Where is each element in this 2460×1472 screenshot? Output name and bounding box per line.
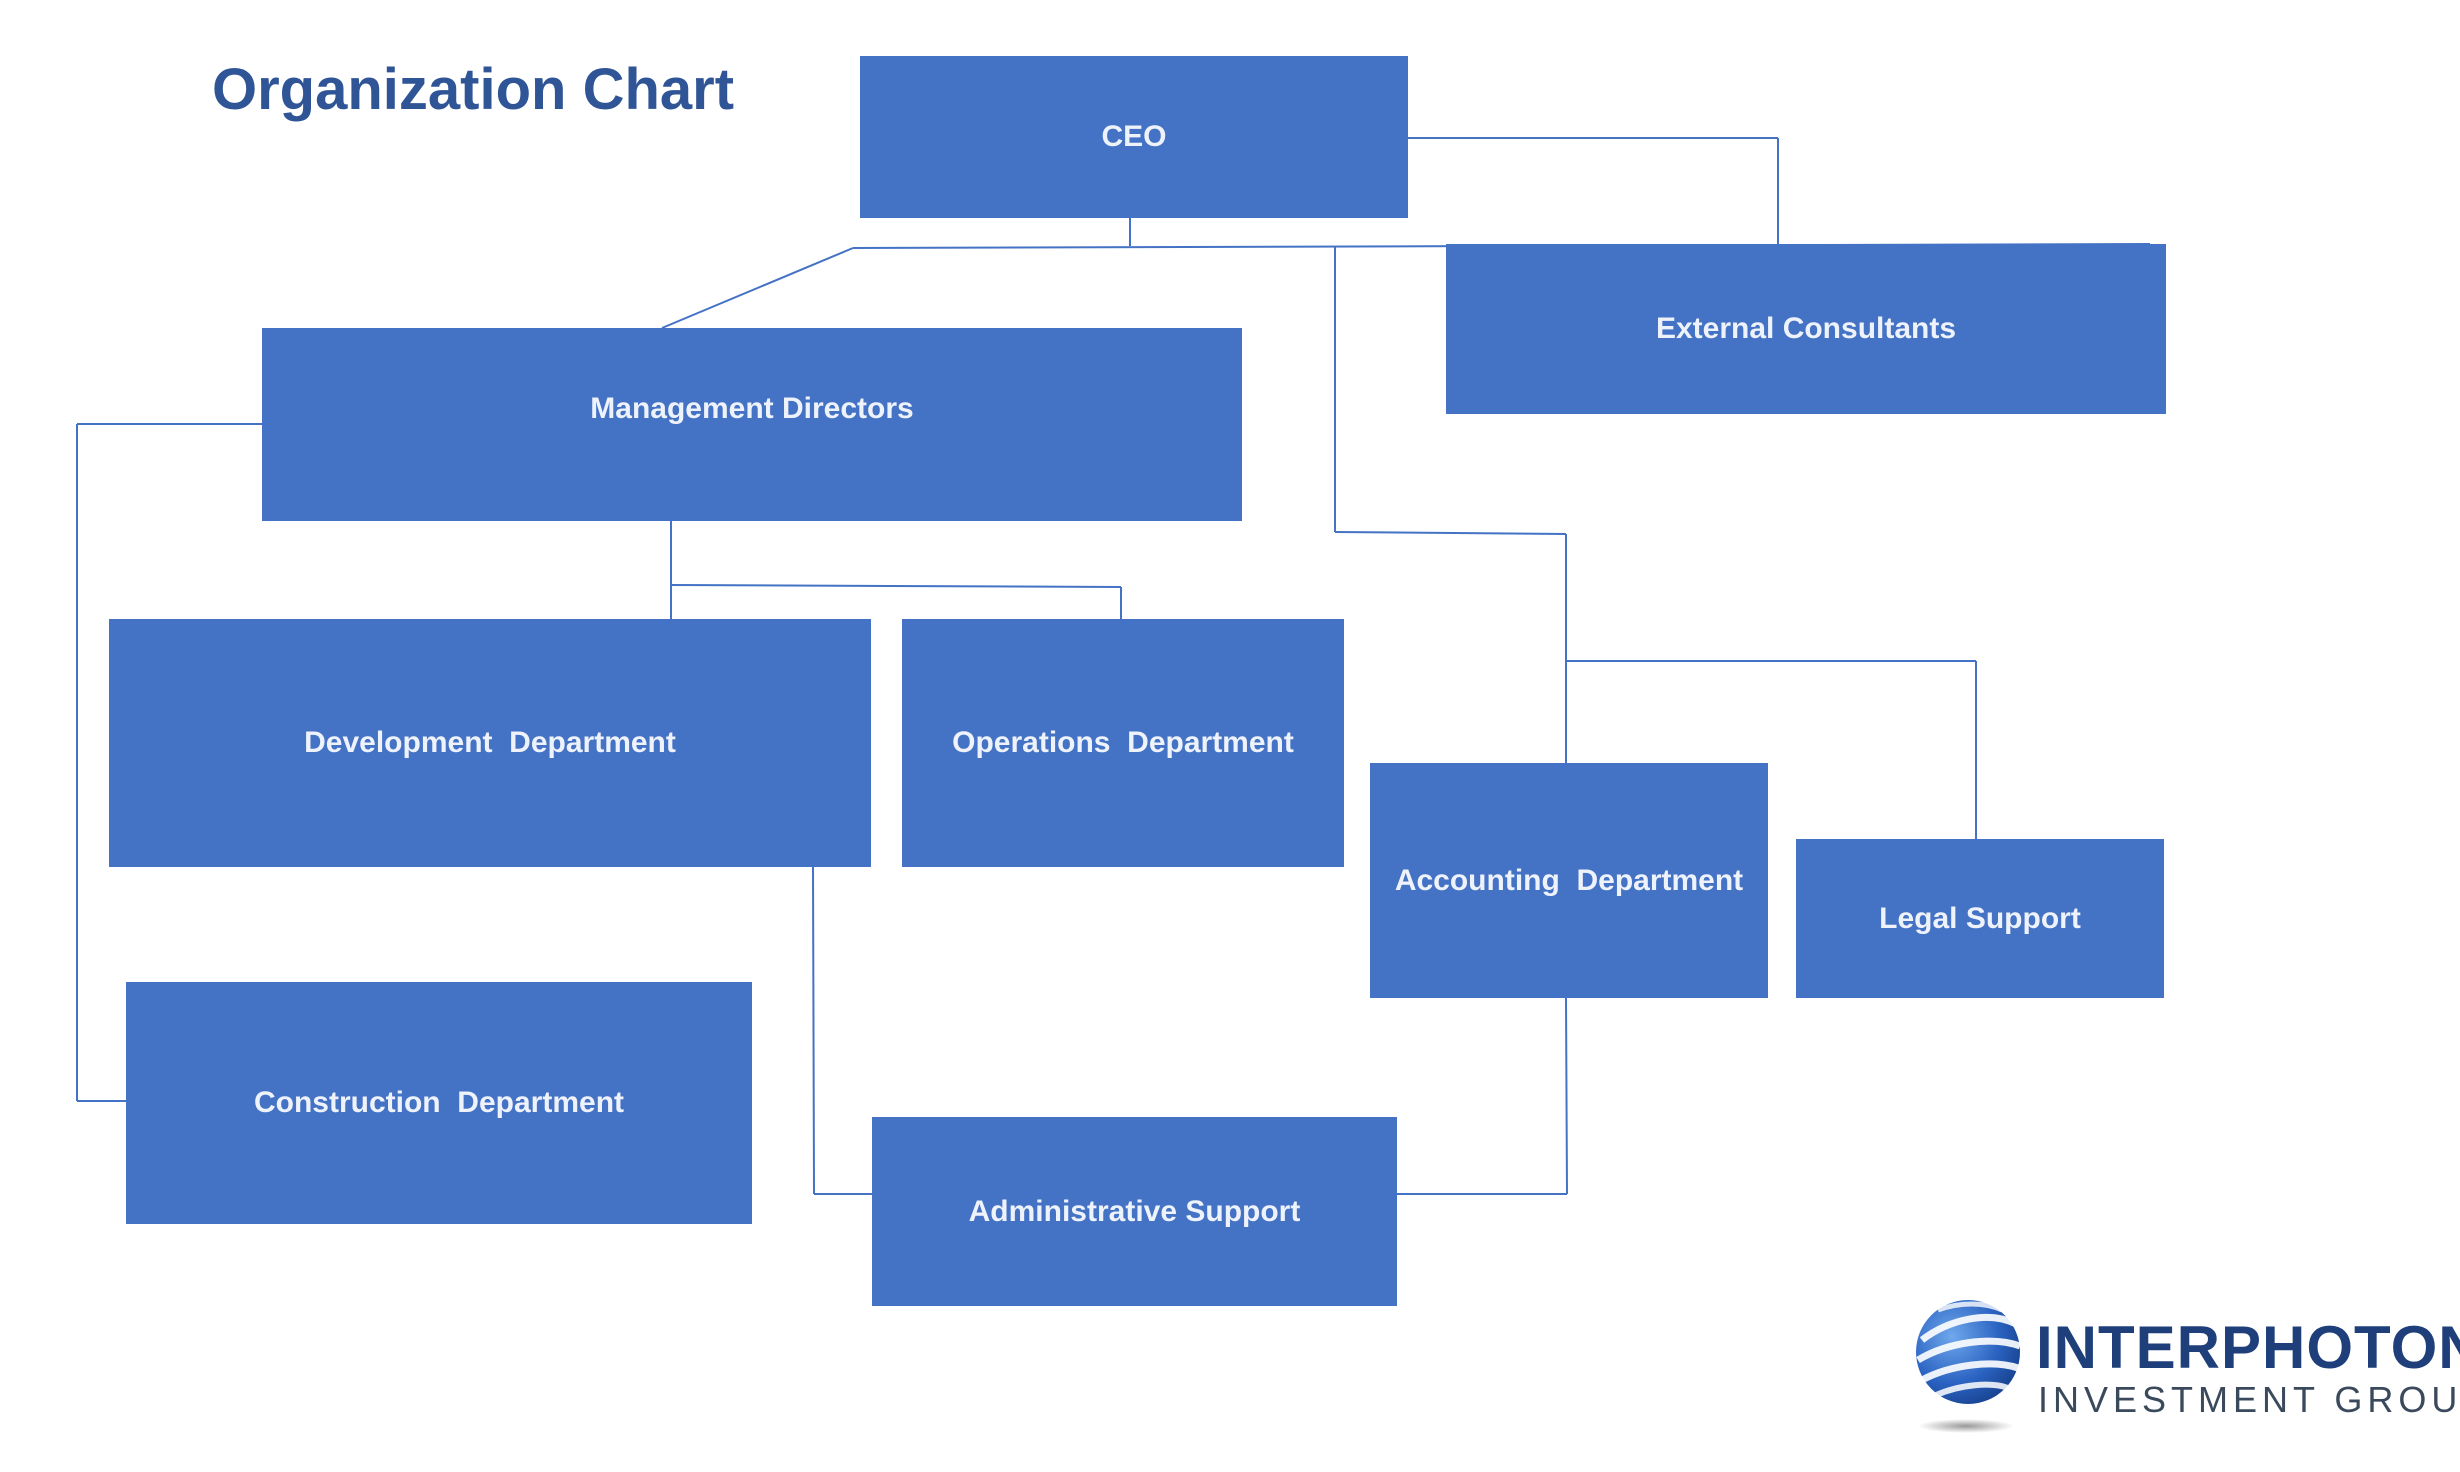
node-development-department: Development Department: [109, 619, 871, 867]
node-operations-department-label: Operations Department: [952, 726, 1294, 759]
company-logo: INTERPHOTON INVESTMENT GROUP: [1908, 1280, 2460, 1440]
node-management-directors: Management Directors: [262, 328, 1242, 521]
logo-company-subtitle: INVESTMENT GROUP: [2038, 1379, 2460, 1420]
node-construction-department-label: Construction Department: [253, 1086, 625, 1119]
node-construction-department: Construction Department: [126, 982, 752, 1224]
node-ceo-label: CEO: [1101, 120, 1167, 153]
node-external-consultants-label: External Consultants: [1655, 312, 1957, 345]
node-legal-support-label: Legal Support: [1879, 901, 2081, 935]
connector-acct-admin-v: [1565, 997, 1568, 1195]
chart-title: Organization Chart: [212, 57, 735, 122]
node-accounting-department-label: Accounting Department: [1394, 863, 1744, 897]
node-management-directors-label: Management Directors: [590, 392, 914, 425]
connector-dev-admin-v: [812, 866, 815, 1195]
globe-logo-icon: [1916, 1300, 2022, 1433]
node-accounting-department: Accounting Department: [1370, 763, 1768, 998]
node-external-consultants: External Consultants: [1446, 244, 2166, 414]
node-administrative-support: Administrative Support: [872, 1117, 1397, 1306]
node-ceo: CEO: [860, 56, 1408, 218]
node-operations-department: Operations Department: [902, 619, 1344, 867]
connector-to-management: [661, 247, 854, 329]
logo-company-name: INTERPHOTON: [2036, 1314, 2460, 1381]
node-development-department-label: Development Department: [304, 726, 676, 759]
node-legal-support: Legal Support: [1796, 839, 2164, 998]
connector-acct-branch-h: [1334, 531, 1567, 535]
connector-mgmt-ops-h: [670, 584, 1122, 588]
node-administrative-support-label: Administrative Support: [968, 1194, 1301, 1228]
